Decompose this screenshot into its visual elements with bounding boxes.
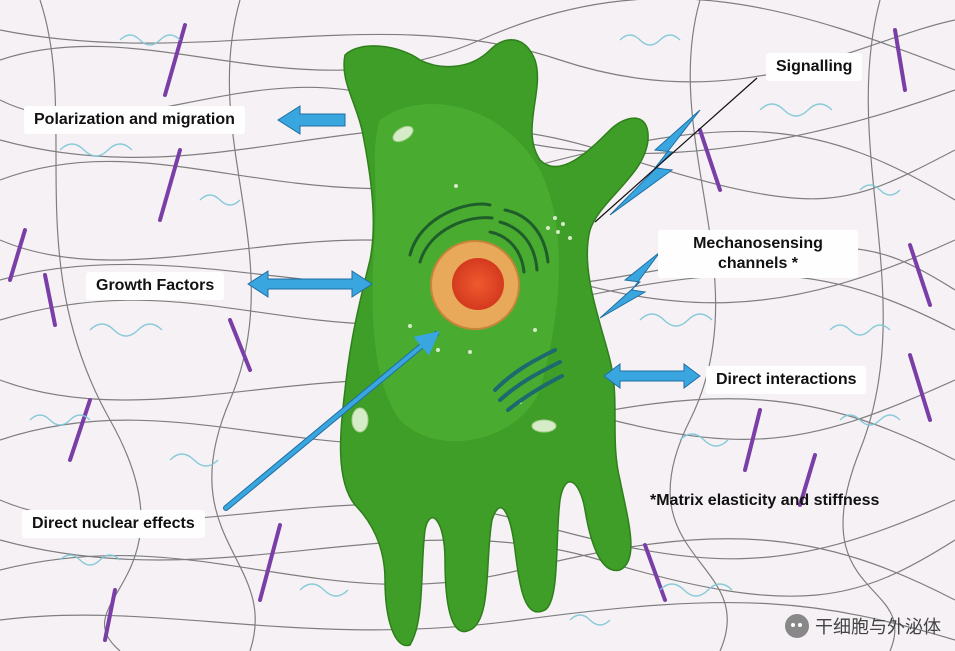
teal-proteoglycans	[29, 34, 901, 626]
endoplasmic-reticulum	[408, 202, 550, 274]
purple-fibers	[8, 23, 932, 642]
label-growth-factors: Growth Factors	[86, 272, 225, 300]
watermark-text: 干细胞与外泌体	[815, 617, 941, 638]
label-direct-nuclear-effects: Direct nuclear effects	[22, 510, 205, 538]
label-direct-interactions: Direct interactions	[706, 366, 867, 394]
label-polarization-migration: Polarization and migration	[24, 106, 245, 134]
nucleus	[430, 240, 520, 330]
cell-body	[339, 39, 649, 647]
watermark: 干细胞与外泌体	[785, 613, 941, 639]
vesicles	[351, 125, 557, 433]
label-matrix-elasticity: *Matrix elasticity and stiffness	[650, 492, 880, 509]
wechat-icon	[785, 614, 809, 638]
arrows	[247, 105, 701, 389]
golgi-apparatus	[493, 348, 564, 412]
label-signalling: Signalling	[766, 53, 863, 81]
nuclear-arrow	[224, 330, 440, 510]
label-mechanosensing-channels: Mechanosensing channels *	[658, 230, 858, 278]
signalling-pointer-line	[594, 77, 758, 223]
